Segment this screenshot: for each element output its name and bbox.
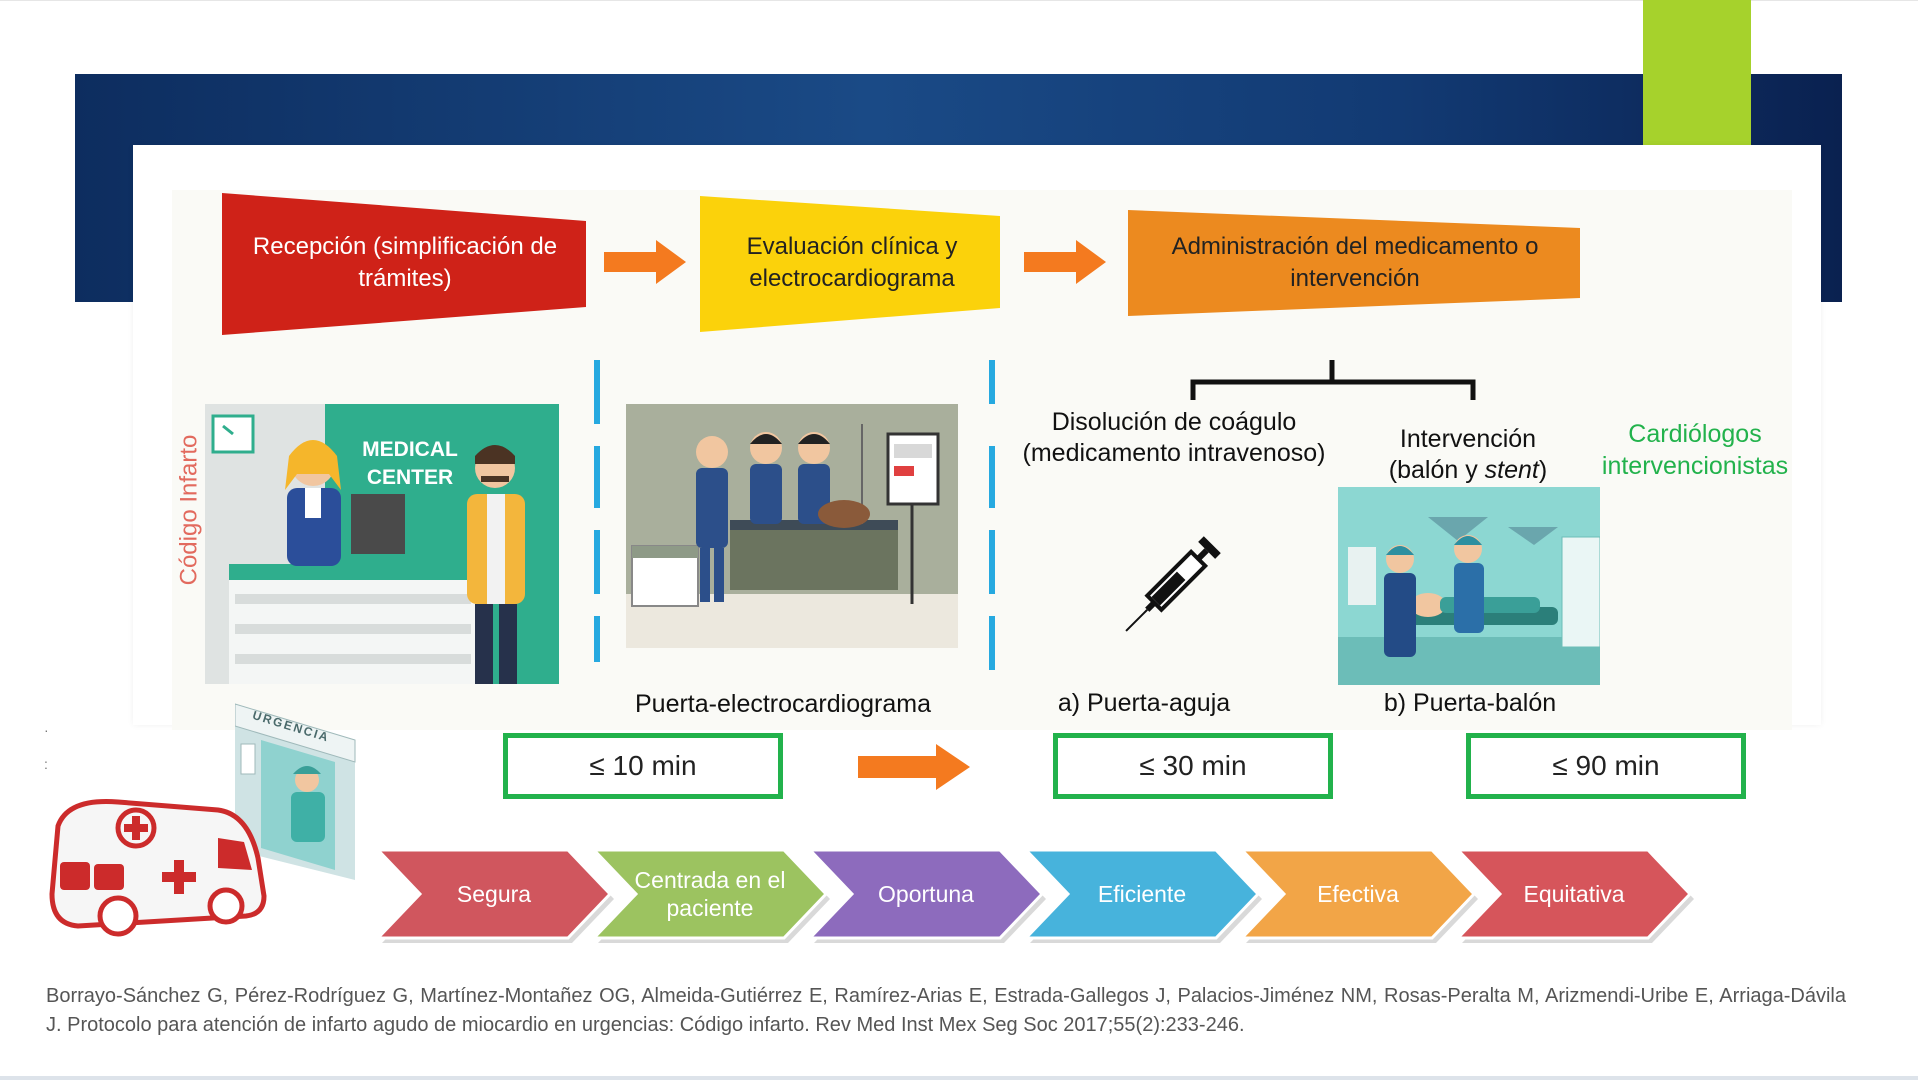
quality-chevron [594,850,830,943]
top-rule [0,0,1918,1]
dissolution-label: Disolución de coágulo (medicamento intra… [1022,408,1326,467]
intervention-label-open: (balón y [1388,456,1485,484]
quality-chevron [810,850,1046,943]
reception-illustration [205,404,559,684]
branch-bracket [1190,360,1476,400]
step1-box: Recepción (simplificación de trámites) [240,218,570,308]
step1-fill [222,193,586,335]
intervention-label-line1: Intervención [1399,425,1537,453]
quality-chevron-shape [1026,850,1261,940]
quality-chevron [1242,850,1478,943]
intervention-label-line2: (balón y stent) [1370,455,1566,486]
quality-chevron-shape [378,850,613,940]
cardiologists-label: Cardiólogos intervencionistas [1601,420,1789,480]
needle-timeline-label: a) Puerta-aguja [1057,689,1231,717]
step1-label: Recepción (simplificación de trámites) [252,233,558,292]
timeline-arrow [858,744,970,790]
step1-shape [222,193,586,335]
evaluation-illustration [626,404,958,648]
quality-chevron [1026,850,1262,943]
codigo-infarto-container: Código Infarto [175,415,203,605]
footer-rule [0,1076,1918,1080]
needle-time-box: ≤ 30 min [1053,733,1333,799]
medical-center-line1: MEDICAL [362,438,458,461]
codigo-infarto-label: Código Infarto [175,434,203,586]
step2-shape [700,196,1000,332]
intervention-label: Intervención (balón y stent) [1370,424,1566,486]
step3-fill [1128,210,1580,316]
quality-chevron [1458,850,1694,943]
needle-time-value: ≤ 30 min [1139,750,1247,781]
step3-label: Administración del medicamento o interve… [1171,233,1539,292]
arrow-1 [604,240,686,284]
quality-chevron-label: Oportuna [878,881,974,907]
step3-shape [1128,210,1580,316]
quality-chevron-shape [810,850,1045,940]
balloon-time-box: ≤ 90 min [1466,733,1746,799]
step2-box: Evaluación clínica y electrocardiograma [712,218,992,308]
operating-room-illustration [1338,487,1600,685]
citation: Borrayo-Sánchez G, Pérez-Rodríguez G, Ma… [46,985,1846,1036]
quality-chevron-label: Eficiente [1097,881,1187,907]
ambulance-icon [49,799,267,937]
quality-chevron-shape [1242,850,1477,940]
medical-center-sign: MEDICAL CENTER [355,436,465,492]
quality-chevron-shape [594,850,829,940]
intervention-label-stent: stent [1484,456,1539,484]
urgencia-door-illustration [235,703,356,880]
step3-box: Administración del medicamento o interve… [1140,226,1570,300]
stray-mark-2: : [44,756,48,772]
accent-block [1643,0,1751,146]
syringe-icon [1125,536,1221,632]
balloon-timeline-label: b) Puerta-balón [1383,689,1557,717]
ecg-time-box: ≤ 10 min [503,733,783,799]
quality-chevron-label: Centrada en el paciente [634,867,786,921]
medical-center-line2: CENTER [366,466,454,489]
balloon-time-value: ≤ 90 min [1552,750,1660,781]
intervention-label-close: ) [1538,456,1548,484]
quality-chevron-label: Equitativa [1523,881,1625,907]
step2-label: Evaluación clínica y electrocardiograma [746,233,958,292]
quality-chevron-label: Segura [456,881,532,907]
quality-chevron-shape [1458,850,1693,940]
ecg-time-value: ≤ 10 min [589,750,697,781]
ecg-timeline-label: Puerta-electrocardiograma [635,690,931,718]
stray-mark-1: · [44,722,49,738]
quality-chevron [378,850,614,943]
quality-chevron-label: Efectiva [1317,881,1399,907]
step2-fill [700,196,1000,332]
arrow-2 [1024,240,1106,284]
